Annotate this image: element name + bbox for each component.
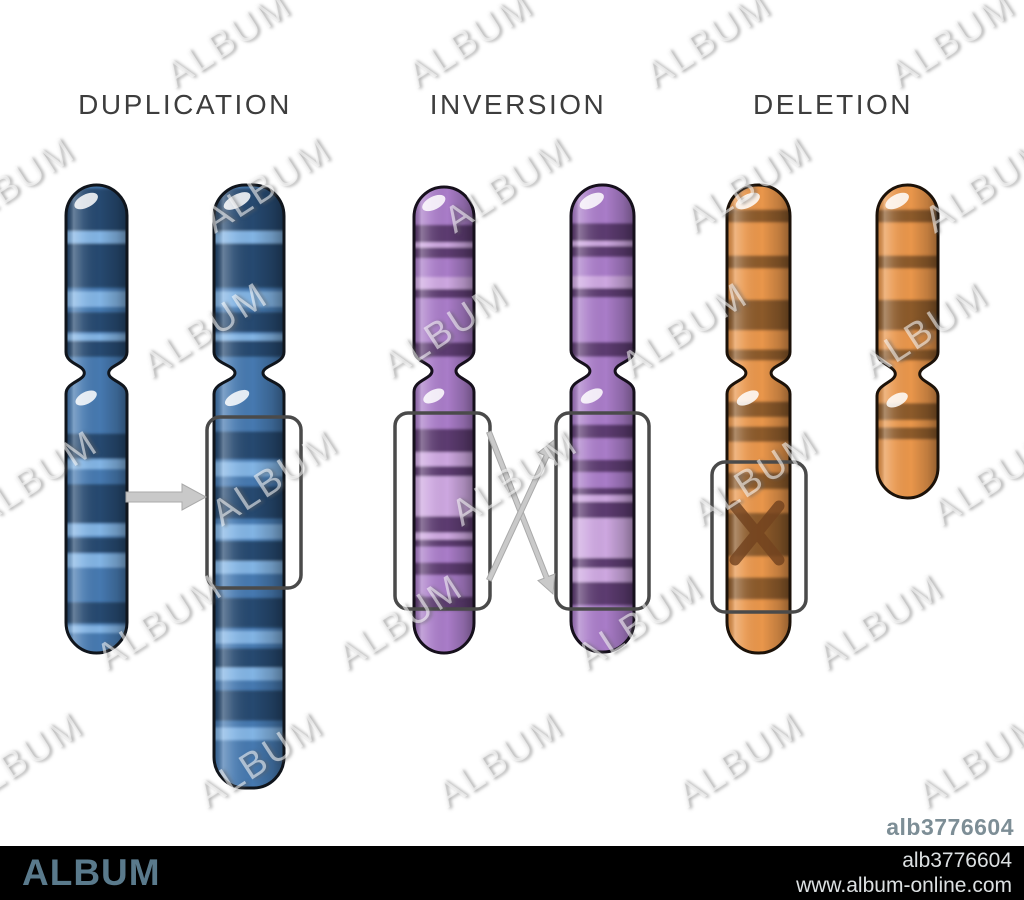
image-id-text: alb3776604 [886, 814, 1014, 840]
chromosome-figure [64, 183, 940, 790]
footer-image-id: alb3776604 [902, 849, 1012, 872]
footer-bar: ALBUM alb3776604 www.album-online.com [0, 846, 1024, 900]
footer-credit-block: alb3776604 www.album-online.com [796, 848, 1012, 898]
inversion-arrow-icon [486, 438, 556, 582]
chromosome-deletion-mutated [875, 183, 940, 500]
section-title-deletion: DELETION [752, 89, 914, 120]
deletion-region-box [710, 460, 808, 614]
chromosome-duplication-original [64, 183, 129, 655]
duplication-arrow-icon [125, 483, 208, 511]
duplication-region-box [205, 415, 303, 590]
deleted-segment-x-icon [729, 500, 785, 566]
chromosome-inversion-mutated [569, 183, 636, 654]
inversion-region-box [393, 411, 492, 611]
footer-website: www.album-online.com [796, 874, 1012, 897]
section-title-inversion: INVERSION [429, 89, 607, 120]
section-title-duplication: DUPLICATION [78, 89, 292, 120]
chromosome-inversion-original [412, 185, 476, 655]
album-logo: ALBUM [22, 852, 161, 893]
inversion-region-box [554, 411, 651, 611]
chromosome-duplication-mutated [212, 183, 286, 790]
chromosome-deletion-original [725, 183, 792, 655]
